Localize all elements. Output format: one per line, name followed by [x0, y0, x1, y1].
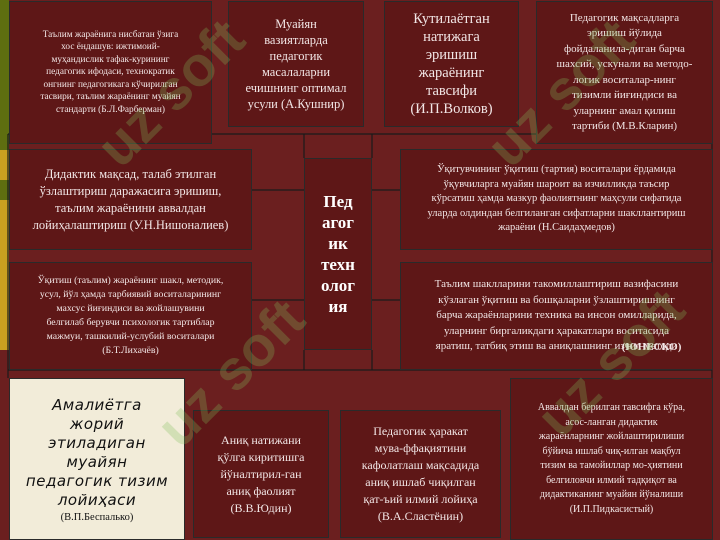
box-pidkasisty: Аввалдан берилган тавсифга кўра, асос-ла…: [510, 378, 713, 540]
left-strip-olive: [0, 0, 9, 150]
box-yudin: Аниқ натижани қўлга киритишга йўналтирил…: [193, 410, 329, 538]
box-volkov: Кутилаётган натижага эришиш жараёнинг та…: [384, 1, 519, 127]
unesco-tag: (ЮНЕСКО): [621, 340, 682, 353]
bespalko-author: (В.П.Беспалько): [60, 511, 134, 523]
box-nishonaliev: Дидактик мақсад, талаб этилган ўзлаштири…: [9, 149, 252, 250]
left-strip-gold: [0, 150, 9, 180]
box-unesco: Таълим шаклларини такомиллаштириш вазифа…: [400, 262, 713, 370]
left-strip-olive-2: [0, 180, 9, 200]
box-bespalko: Амалиётга жорий этиладиган муайян педаго…: [9, 378, 185, 540]
box-klarin: Педагогик мақсадларга эришиш йўлида фойд…: [536, 1, 713, 144]
box-slastenin: Педагогик ҳаракат мува-ффақиятини кафола…: [340, 410, 501, 538]
box-lihachev: Ўқитиш (таълим) жараёнинг шакл, методик,…: [9, 262, 252, 370]
box-farberman: Таълим жараёнига нисбатан ўзига хос ёнда…: [9, 1, 212, 144]
box-kushnir: Муайян вазиятларда педагогик масалаларни…: [228, 1, 364, 127]
left-strip-gold-2: [0, 200, 9, 350]
bespalko-main-text: Амалиётга жорий этиладиган муайян педаго…: [25, 395, 169, 509]
box-saidahmedov: Ўқитувчининг ўқитиш (тартия) воситалари …: [400, 149, 713, 250]
central-node: Пед агог ик техн олог ия: [304, 158, 372, 350]
